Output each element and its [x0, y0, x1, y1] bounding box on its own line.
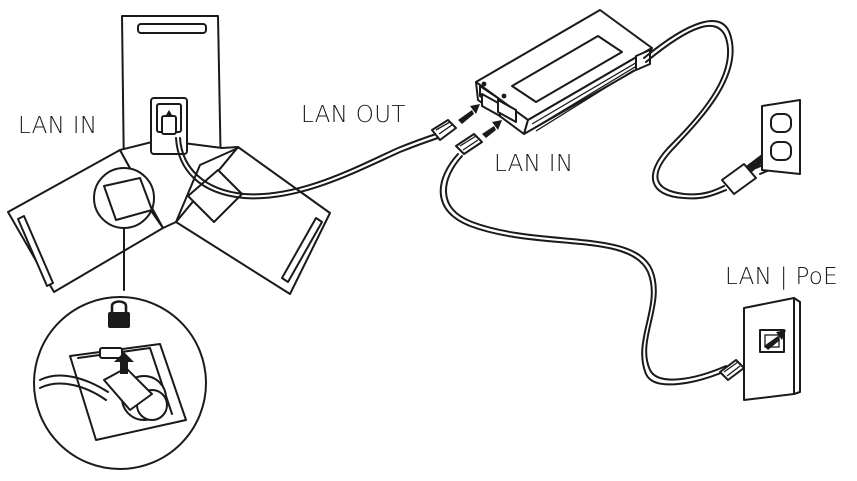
- lan-in-plug: [455, 120, 502, 155]
- lan-out-label: LAN OUT: [301, 102, 406, 128]
- lock-icon: [108, 300, 130, 328]
- lan-in-cable: [439, 153, 729, 386]
- up-arrow-icon: [114, 352, 134, 374]
- power-cable: [643, 20, 734, 196]
- lan-in-injector-label: LAN IN: [494, 151, 574, 177]
- lan-poe-label: LAN | PoE: [725, 264, 839, 290]
- lan-poe-wall-jack: [719, 297, 801, 401]
- lan-in-phone-label: LAN IN: [18, 113, 98, 139]
- lan-in-port: [150, 97, 188, 155]
- poe-injector: [475, 9, 653, 135]
- wall-outlet: [761, 99, 801, 175]
- lan-out-plug: [431, 104, 480, 141]
- conference-phone: [7, 15, 331, 295]
- lock-detail: [33, 296, 207, 470]
- lan-out-cable: [175, 137, 439, 200]
